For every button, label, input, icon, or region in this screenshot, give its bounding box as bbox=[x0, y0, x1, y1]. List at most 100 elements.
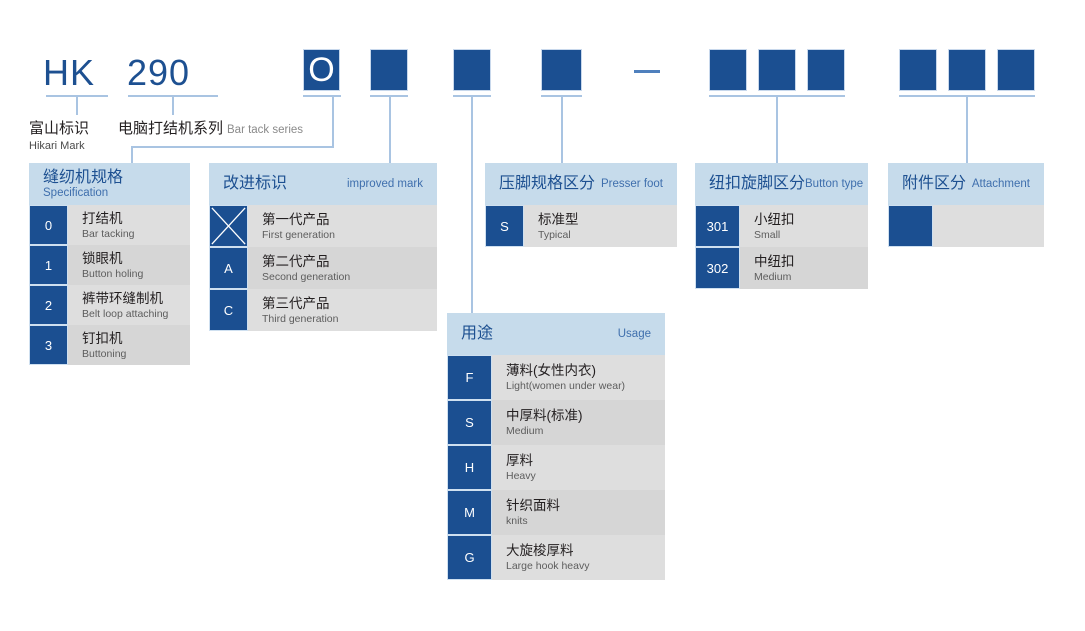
usage-key-4: G bbox=[447, 535, 492, 580]
row-label-en: Large hook heavy bbox=[506, 560, 590, 572]
model-prefix: HK bbox=[43, 52, 96, 93]
code-box-usage[interactable]: O bbox=[303, 49, 340, 91]
row-label-en: Second generation bbox=[262, 270, 351, 283]
connector-series-to-spec-h bbox=[131, 146, 333, 148]
table-row[interactable]: 2 裤带环缝制机 Belt loop attaching bbox=[29, 285, 190, 325]
row-label-cn: 裤带环缝制机 bbox=[82, 290, 163, 306]
row-label-en: Bar tacking bbox=[82, 227, 135, 240]
connector-presser bbox=[561, 95, 563, 163]
table-row[interactable]: 302 中纽扣 Medium bbox=[695, 247, 868, 289]
row-label-en: Medium bbox=[754, 270, 792, 283]
row-label-cn: 针织面料 bbox=[506, 498, 560, 513]
caption-series-en: Bar tack series bbox=[227, 124, 304, 136]
table-row[interactable]: 第一代产品 First generation bbox=[209, 205, 437, 247]
table-row[interactable]: S 中厚料(标准) Medium bbox=[447, 400, 665, 445]
code-box-button-2[interactable] bbox=[758, 49, 796, 91]
table-row[interactable]: A 第二代产品 Second generation bbox=[209, 247, 437, 289]
row-label-cn: 标准型 bbox=[538, 211, 579, 227]
caption-hikari-en: Hikari Mark bbox=[29, 140, 85, 152]
code-box-attach-2[interactable] bbox=[948, 49, 986, 91]
button-type-header: 纽扣旋脚区分 Button type bbox=[695, 163, 868, 205]
button-type-value-1: 中纽扣 Medium bbox=[740, 247, 868, 289]
x-mark-icon bbox=[211, 207, 246, 245]
caption-hikari-cn: 富山标识 bbox=[29, 120, 90, 137]
table-row[interactable]: F 薄料(女性内衣) Light(women under wear) bbox=[447, 355, 665, 400]
specification-value-2: 裤带环缝制机 Belt loop attaching bbox=[68, 285, 190, 325]
improved-mark-value-0: 第一代产品 First generation bbox=[248, 205, 437, 247]
usage-title-cn: 用途 bbox=[461, 325, 494, 342]
attachment-title-en: Attachment bbox=[971, 177, 1030, 190]
usage-key-2: H bbox=[447, 445, 492, 490]
improved-mark-title-en: improved mark bbox=[346, 177, 423, 190]
code-box-attach-3[interactable] bbox=[997, 49, 1035, 91]
improved-mark-header: 改进标识 improved mark bbox=[209, 163, 437, 205]
table-row[interactable]: 301 小纽扣 Small bbox=[695, 205, 868, 247]
improved-mark-value-2: 第三代产品 Third generation bbox=[248, 289, 437, 331]
row-label-cn: 大旋梭厚料 bbox=[506, 543, 574, 558]
connector-prefix bbox=[76, 95, 78, 115]
specification-key-2: 2 bbox=[29, 285, 68, 325]
row-label-cn: 中厚料(标准) bbox=[506, 408, 583, 423]
button-type-title-cn: 纽扣旋脚区分 bbox=[709, 175, 806, 192]
code-box-button-3[interactable] bbox=[807, 49, 845, 91]
usage-header: 用途 Usage bbox=[447, 313, 665, 355]
button-type-value-0: 小纽扣 Small bbox=[740, 205, 868, 247]
attachment-value-0 bbox=[933, 205, 1044, 247]
code-box-usage-label: O bbox=[308, 51, 335, 89]
row-label-cn: 小纽扣 bbox=[754, 211, 795, 227]
row-label-en: Light(women under wear) bbox=[506, 380, 626, 392]
usage-value-0: 薄料(女性内衣) Light(women under wear) bbox=[492, 355, 665, 400]
row-label-en: Medium bbox=[506, 425, 544, 437]
panel-specification: 缝纫机规格 Specification 0 打结机 Bar tacking 1 … bbox=[29, 163, 190, 365]
code-box-presser[interactable] bbox=[541, 49, 582, 91]
row-label-cn: 厚料 bbox=[506, 453, 533, 468]
connector-usage-box-down bbox=[332, 95, 334, 148]
code-box-button-1[interactable] bbox=[709, 49, 747, 91]
table-row[interactable] bbox=[888, 205, 1044, 247]
improved-mark-value-1: 第二代产品 Second generation bbox=[248, 247, 437, 289]
connector-attachment bbox=[966, 95, 968, 163]
table-row[interactable]: G 大旋梭厚料 Large hook heavy bbox=[447, 535, 665, 580]
connector-series-stub bbox=[172, 95, 174, 115]
improved-mark-key-2: C bbox=[209, 289, 248, 331]
row-label-cn: 薄料(女性内衣) bbox=[506, 363, 596, 378]
panel-button-type: 纽扣旋脚区分 Button type 301 小纽扣 Small 302 中纽扣… bbox=[695, 163, 868, 289]
specification-title-cn: 缝纫机规格 bbox=[43, 168, 124, 186]
panel-improved-mark: 改进标识 improved mark 第一代产品 First generatio… bbox=[209, 163, 437, 331]
row-label-cn: 第三代产品 bbox=[262, 295, 330, 311]
specification-title-en: Specification bbox=[43, 186, 109, 199]
code-box-improved[interactable] bbox=[370, 49, 408, 91]
table-row[interactable]: 1 锁眼机 Button holing bbox=[29, 245, 190, 285]
row-label-en: First generation bbox=[262, 228, 335, 241]
presser-foot-header: 压脚规格区分 Presser foot bbox=[485, 163, 677, 205]
specification-value-1: 锁眼机 Button holing bbox=[68, 245, 190, 285]
attachment-title-cn: 附件区分 bbox=[902, 175, 967, 192]
usage-value-4: 大旋梭厚料 Large hook heavy bbox=[492, 535, 665, 580]
table-row[interactable]: 0 打结机 Bar tacking bbox=[29, 205, 190, 245]
presser-foot-value-0: 标准型 Typical bbox=[524, 205, 677, 247]
code-box-spec[interactable] bbox=[453, 49, 491, 91]
row-label-en: Button holing bbox=[82, 267, 144, 280]
underline-usage-box bbox=[303, 95, 341, 97]
specification-value-0: 打结机 Bar tacking bbox=[68, 205, 190, 245]
row-label-en: Small bbox=[754, 228, 781, 241]
presser-foot-title-en: Presser foot bbox=[601, 177, 663, 190]
usage-title-en: Usage bbox=[617, 327, 651, 340]
code-separator-dash bbox=[634, 70, 660, 73]
usage-key-3: M bbox=[447, 490, 492, 535]
code-box-attach-1[interactable] bbox=[899, 49, 937, 91]
table-row[interactable]: S 标准型 Typical bbox=[485, 205, 677, 247]
usage-key-1: S bbox=[447, 400, 492, 445]
table-row[interactable]: 3 钉扣机 Buttoning bbox=[29, 325, 190, 365]
row-label-en: Typical bbox=[538, 228, 571, 241]
presser-foot-title-cn: 压脚规格区分 bbox=[499, 175, 596, 192]
table-row[interactable]: C 第三代产品 Third generation bbox=[209, 289, 437, 331]
table-row[interactable]: H 厚料 Heavy bbox=[447, 445, 665, 490]
row-label-en: knits bbox=[506, 515, 528, 527]
usage-value-2: 厚料 Heavy bbox=[492, 445, 665, 490]
specification-key-0: 0 bbox=[29, 205, 68, 245]
row-label-cn: 钉扣机 bbox=[82, 330, 123, 346]
table-row[interactable]: M 针织面料 knits bbox=[447, 490, 665, 535]
button-type-key-1: 302 bbox=[695, 247, 740, 289]
row-label-en: Heavy bbox=[506, 470, 536, 482]
